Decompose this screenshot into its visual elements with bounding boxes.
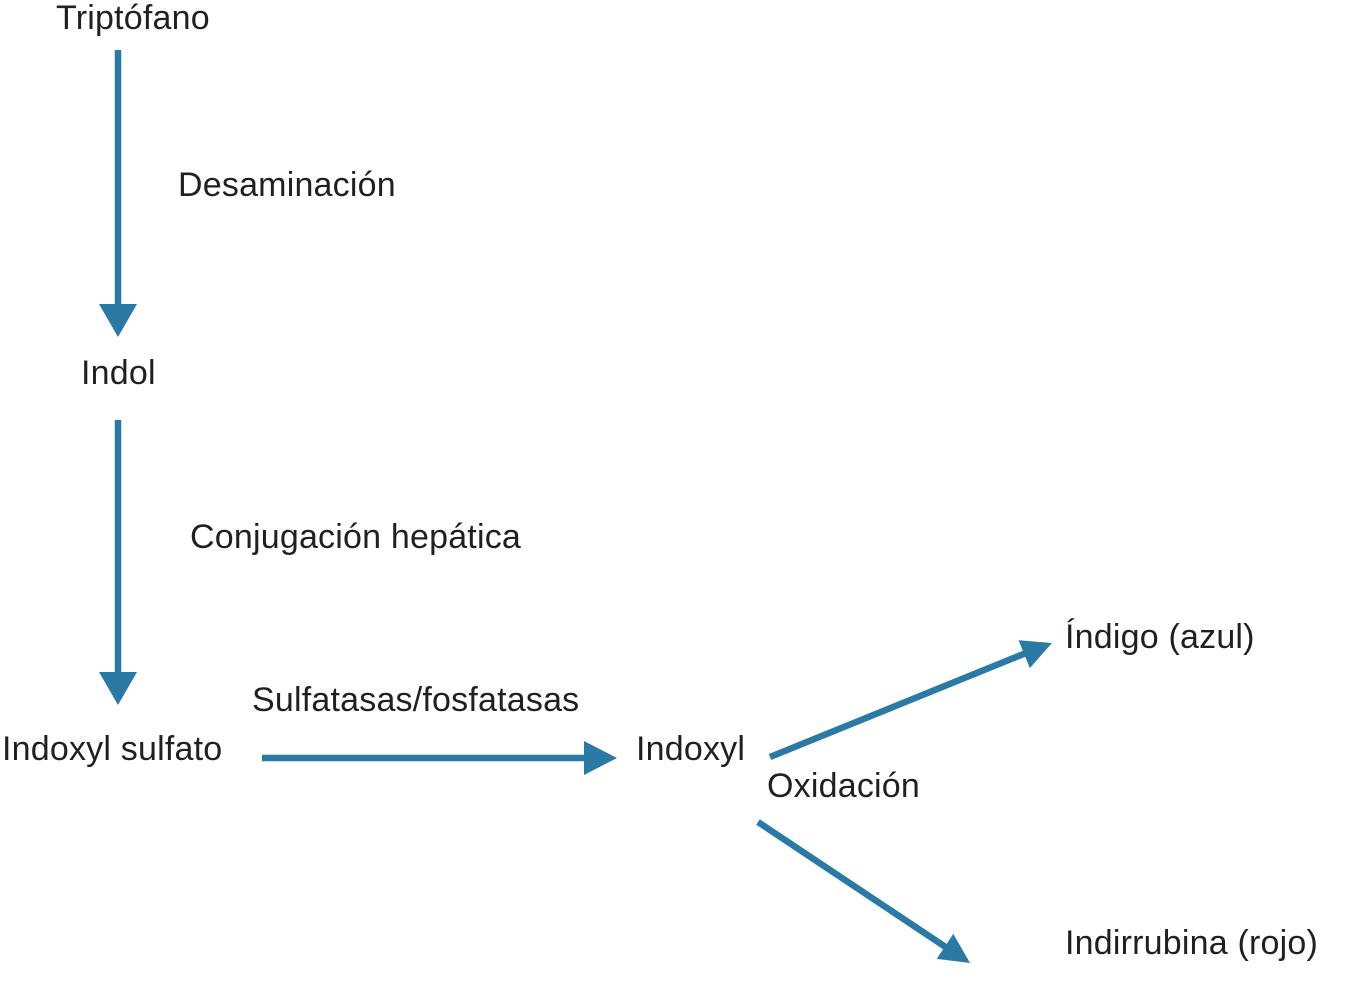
label-conjugacion-hepatica: Conjugación hepática xyxy=(190,518,522,556)
arrow-triptofano-to-indol xyxy=(99,50,137,337)
label-sulfatasas-fosfatasas: Sulfatasas/fosfatasas xyxy=(252,681,580,719)
arrow-indol-to-indoxyl-sulfato xyxy=(99,420,137,705)
arrow-indoxyl-to-indirrubina xyxy=(756,819,970,963)
node-indol: Indol xyxy=(81,354,156,392)
node-indoxyl-sulfato: Indoxyl sulfato xyxy=(2,730,223,768)
label-oxidacion: Oxidación xyxy=(767,767,920,805)
arrow-indoxyl-to-indigo xyxy=(768,640,1052,761)
node-indigo: Índigo (azul) xyxy=(1065,618,1255,656)
node-indoxyl: Indoxyl xyxy=(636,730,746,768)
arrow-indoxyl-sulfato-to-indoxyl xyxy=(262,741,617,775)
node-triptofano: Triptófano xyxy=(56,0,210,37)
node-indirrubina: Indirrubina (rojo) xyxy=(1065,924,1319,962)
label-desaminacion: Desaminación xyxy=(178,166,396,204)
